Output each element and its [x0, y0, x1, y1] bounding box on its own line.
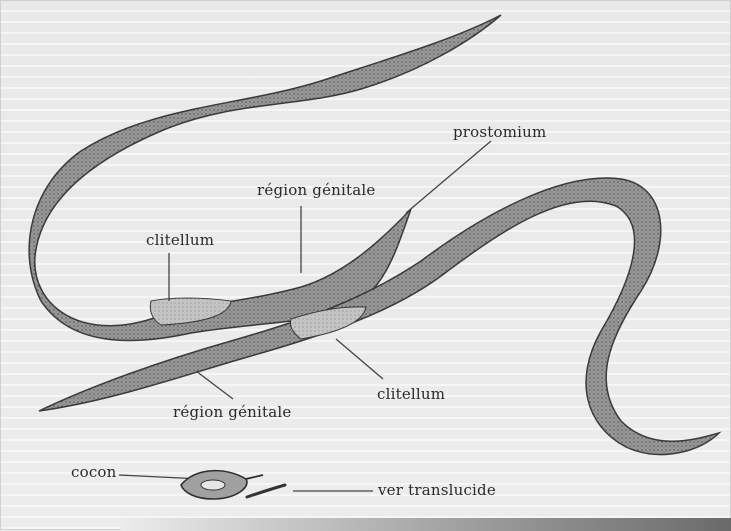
cocoon-core [201, 480, 225, 490]
cocoon-tip [246, 475, 263, 479]
label-clitellum-right: clitellum [377, 385, 445, 403]
label-cocon: cocon [71, 463, 117, 481]
worm-one-body [29, 15, 501, 341]
translucent-worm-shape [247, 485, 285, 497]
leader-prostomium [406, 141, 491, 213]
scan-edge-shadow [121, 518, 731, 531]
label-clitellum-left: clitellum [146, 231, 214, 249]
label-prostomium: prostomium [453, 123, 546, 141]
label-region-genitale-bottom: région génitale [173, 403, 292, 421]
label-ver-translucide: ver translucide [378, 481, 496, 499]
leader-region-genitale-bottom [196, 371, 233, 399]
worm-two-body [39, 178, 719, 454]
leader-clitellum-right [336, 339, 383, 379]
label-region-genitale-top: région génitale [257, 181, 376, 199]
